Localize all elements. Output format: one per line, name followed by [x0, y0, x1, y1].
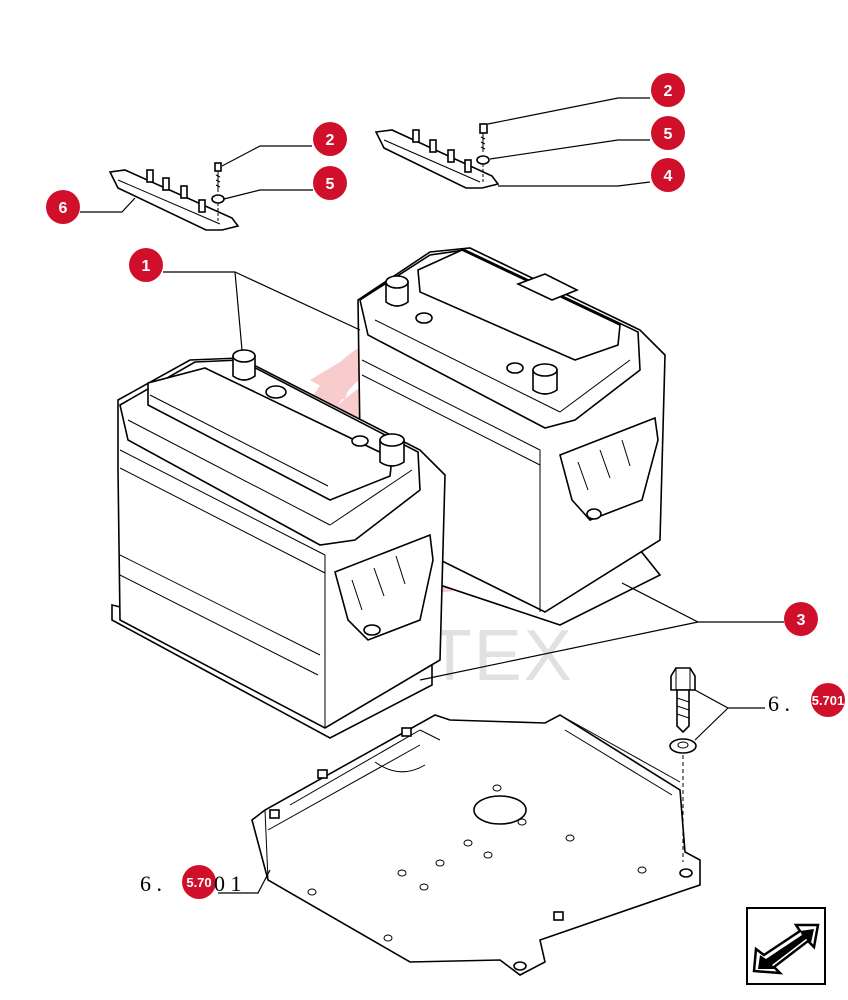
svg-text:4: 4 [664, 168, 673, 185]
next-page-arrow-icon [752, 923, 820, 975]
callout-1: 1 [129, 248, 163, 282]
bolt-reference: 6 . 5.701 [768, 683, 845, 717]
svg-text:5: 5 [664, 126, 673, 143]
callout-6: 6 [46, 190, 80, 224]
svg-text:0 1: 0 1 [214, 871, 242, 896]
svg-text:3: 3 [797, 612, 806, 629]
svg-text:5: 5 [326, 176, 335, 193]
svg-text:2: 2 [664, 83, 673, 100]
svg-text:6 .: 6 . [768, 691, 790, 716]
callout-3: 3 [784, 602, 818, 636]
clamp-bar-right [374, 123, 500, 189]
callout-2-left: 2 [313, 122, 347, 156]
next-page-button[interactable] [746, 907, 826, 985]
callout-5-left: 5 [313, 166, 347, 200]
callout-5-right: 5 [651, 116, 685, 150]
svg-text:5.701: 5.701 [812, 693, 845, 708]
leader-lines [80, 97, 784, 894]
svg-text:2: 2 [326, 132, 335, 149]
svg-text:5.70: 5.70 [186, 875, 211, 890]
svg-text:6: 6 [59, 200, 68, 217]
mounting-plate [251, 714, 701, 976]
svg-text:6 .: 6 . [140, 871, 162, 896]
mounting-bolt [669, 667, 697, 862]
plate-reference: 6 . 5.70 0 1 [140, 865, 242, 899]
callout-2-right: 2 [651, 73, 685, 107]
svg-text:1: 1 [142, 258, 151, 275]
battery-front [111, 349, 446, 739]
callout-4: 4 [651, 158, 685, 192]
clamp-bar-left [108, 162, 240, 231]
